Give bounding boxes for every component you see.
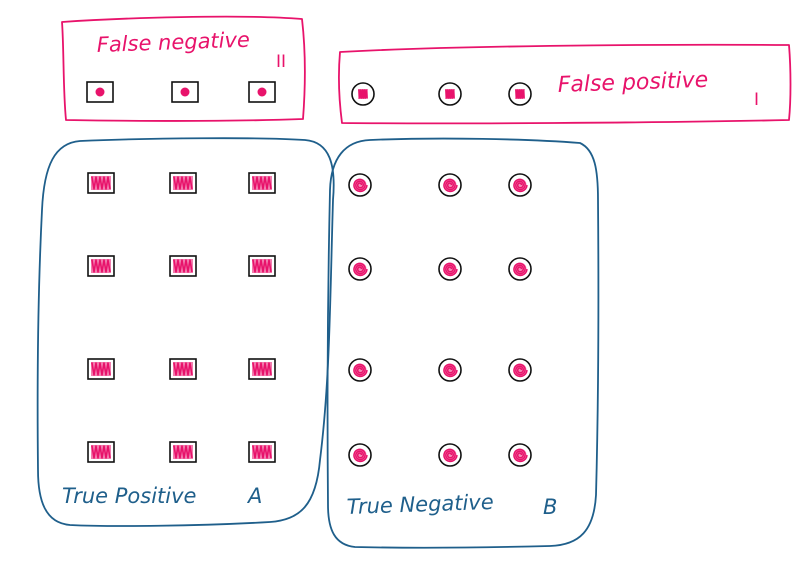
true-positive-frame <box>36 137 335 527</box>
true-negative-label: True Negative <box>346 490 494 519</box>
true-positive-item <box>248 172 276 194</box>
true-positive-item <box>87 172 115 194</box>
false-negative-frame <box>61 15 306 122</box>
true-positive-item <box>169 172 197 194</box>
false-negative-numeral: II <box>276 52 286 72</box>
true-positive-item <box>248 255 276 277</box>
false-positive-item <box>351 82 375 106</box>
true-negative-item <box>508 443 532 467</box>
false-negative-item <box>86 81 114 103</box>
true-negative-item <box>348 443 372 467</box>
true-positive-item <box>169 255 197 277</box>
true-negative-items <box>348 173 532 467</box>
true-negative-frame <box>326 137 600 549</box>
false-positive-numeral: I <box>754 90 759 110</box>
true-negative-item <box>438 443 462 467</box>
true-negative-item <box>348 257 372 281</box>
false-positive-item <box>508 82 532 106</box>
true-negative-item <box>438 173 462 197</box>
true-positive-item <box>248 441 276 463</box>
true-positive-label: True Positive <box>62 484 196 508</box>
false-negative-item <box>171 81 199 103</box>
false-positive-frame <box>338 43 792 125</box>
true-negative-item <box>438 358 462 382</box>
true-negative-item <box>438 257 462 281</box>
false-negative-label: False negative <box>96 28 250 57</box>
true-negative-letter: B <box>543 495 557 519</box>
true-negative-item <box>508 257 532 281</box>
true-positive-item <box>87 441 115 463</box>
true-positive-item <box>169 358 197 380</box>
true-negative-item <box>348 173 372 197</box>
true-negative-item <box>348 358 372 382</box>
true-negative-item <box>508 173 532 197</box>
true-positive-items <box>87 172 276 463</box>
false-negative-items <box>86 81 276 103</box>
false-negative-item <box>248 81 276 103</box>
true-positive-item <box>248 358 276 380</box>
true-positive-item <box>169 441 197 463</box>
true-negative-item <box>508 358 532 382</box>
false-positive-label: False positive <box>557 68 708 98</box>
false-positive-item <box>438 82 462 106</box>
true-positive-item <box>87 358 115 380</box>
true-positive-letter: A <box>246 484 262 508</box>
true-positive-item <box>87 255 115 277</box>
false-positive-items <box>351 82 532 106</box>
